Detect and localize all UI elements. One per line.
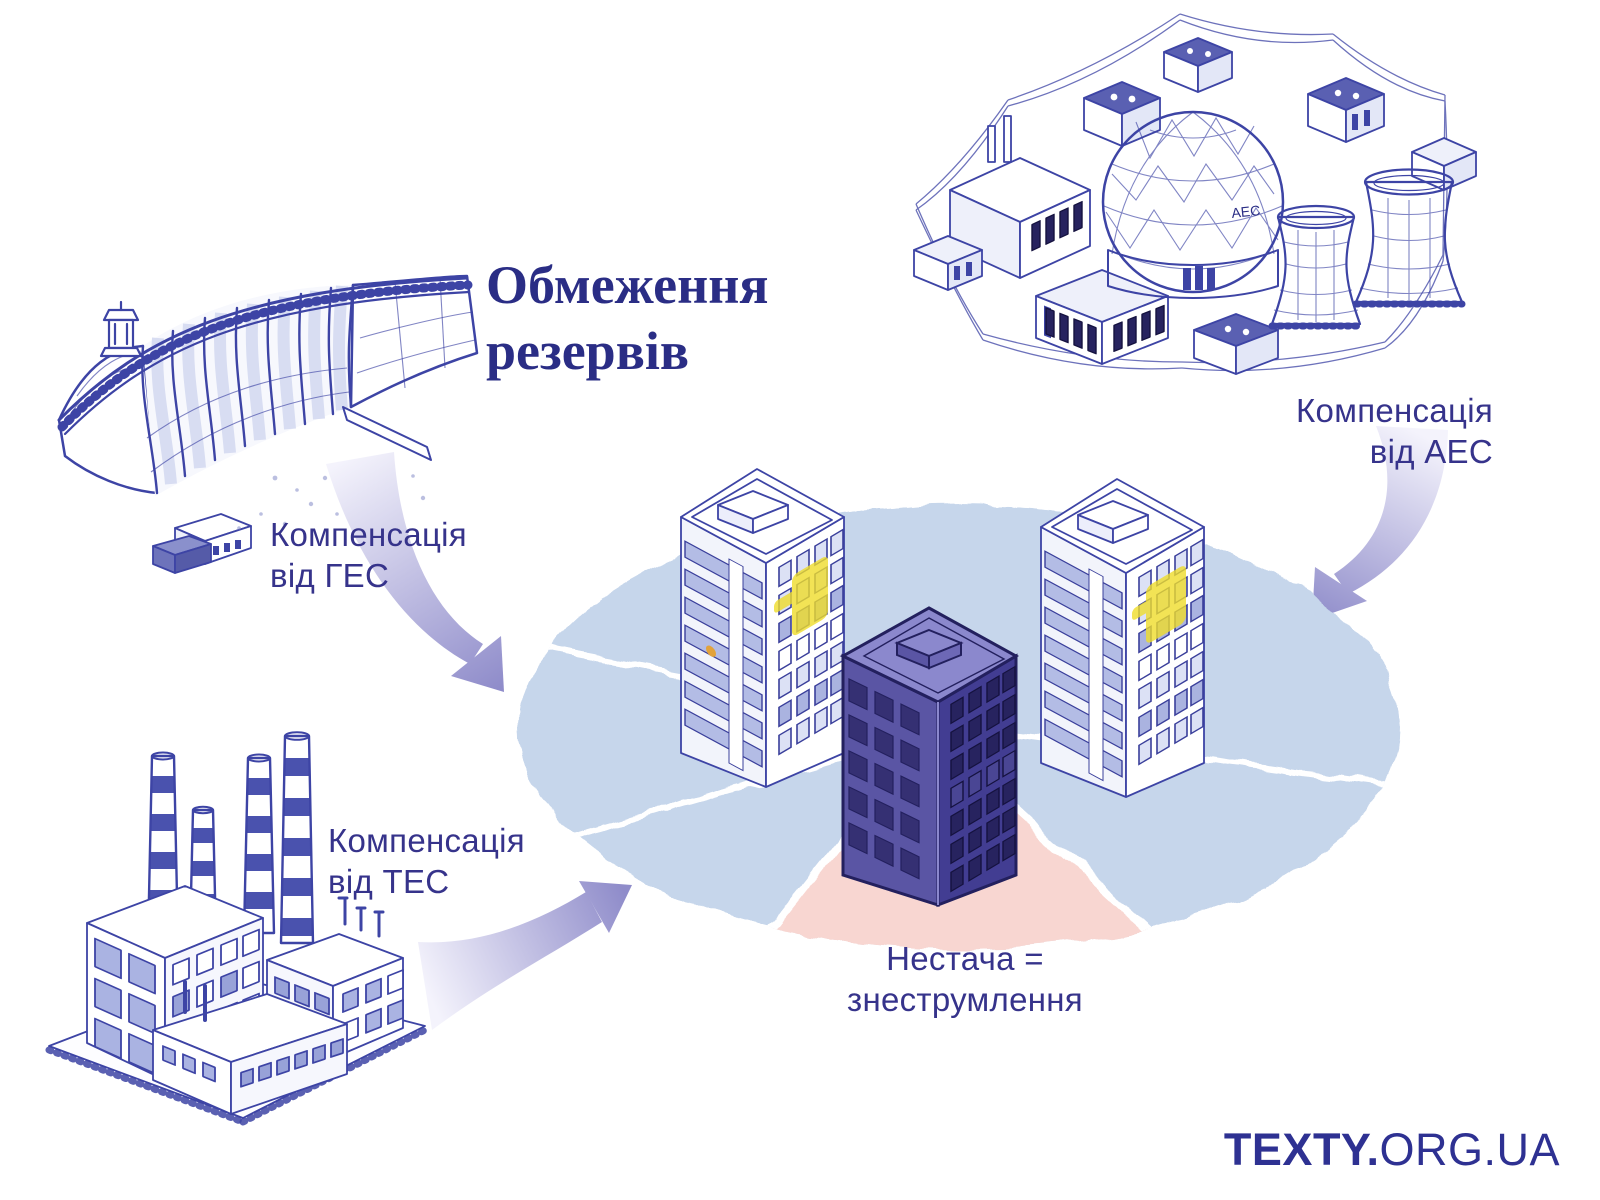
dam-powerhouse xyxy=(152,513,252,574)
power-lines xyxy=(915,13,1448,372)
hydro-dam-illustration xyxy=(57,274,479,574)
thermal-plant-illustration xyxy=(45,731,429,1126)
nuclear-plant-illustration: АЕС xyxy=(900,8,1477,410)
label-compensation-npp: Компенсація від АЕС xyxy=(1296,392,1493,470)
power-highlight-yellow xyxy=(1132,566,1186,643)
roof-box xyxy=(1077,500,1149,544)
npp-dome-label: АЕС xyxy=(1231,202,1261,221)
cooling-tower-2 xyxy=(1352,168,1466,308)
npp-dome: АЕС xyxy=(1101,110,1285,299)
roof-box xyxy=(717,490,789,534)
city-disc-illustration xyxy=(520,468,1400,949)
label-compensation-hpp: Компенсація від ГЕС xyxy=(270,516,467,594)
roof-box xyxy=(894,628,964,670)
dam-right-wall xyxy=(349,274,479,409)
apartment-tower-dark-outage xyxy=(839,606,1020,908)
power-highlight-yellow xyxy=(774,556,828,636)
texty-logo-bold: TEXTY. xyxy=(1223,1124,1380,1175)
label-compensation-tpp: Компенсація від ТЕС xyxy=(328,822,525,900)
cooling-tower-1 xyxy=(1268,204,1364,330)
apartment-tower-left xyxy=(680,468,845,788)
arrow-from-hpp xyxy=(326,452,504,692)
page-title: Обмеження резервів xyxy=(486,255,769,381)
texty-logo-regular: ORG.UA xyxy=(1379,1124,1560,1175)
npp-buildings xyxy=(913,37,1477,375)
texty-logo: TEXTY.ORG.UA xyxy=(1224,1124,1560,1176)
apartment-tower-right xyxy=(1040,478,1205,798)
dam-crest xyxy=(57,276,469,422)
dam-tower xyxy=(99,300,143,358)
label-shortage-outage: Нестача = знеструмлення xyxy=(847,940,1083,1018)
tpp-front-building xyxy=(152,980,348,1115)
arrow-from-tpp xyxy=(418,881,632,1030)
